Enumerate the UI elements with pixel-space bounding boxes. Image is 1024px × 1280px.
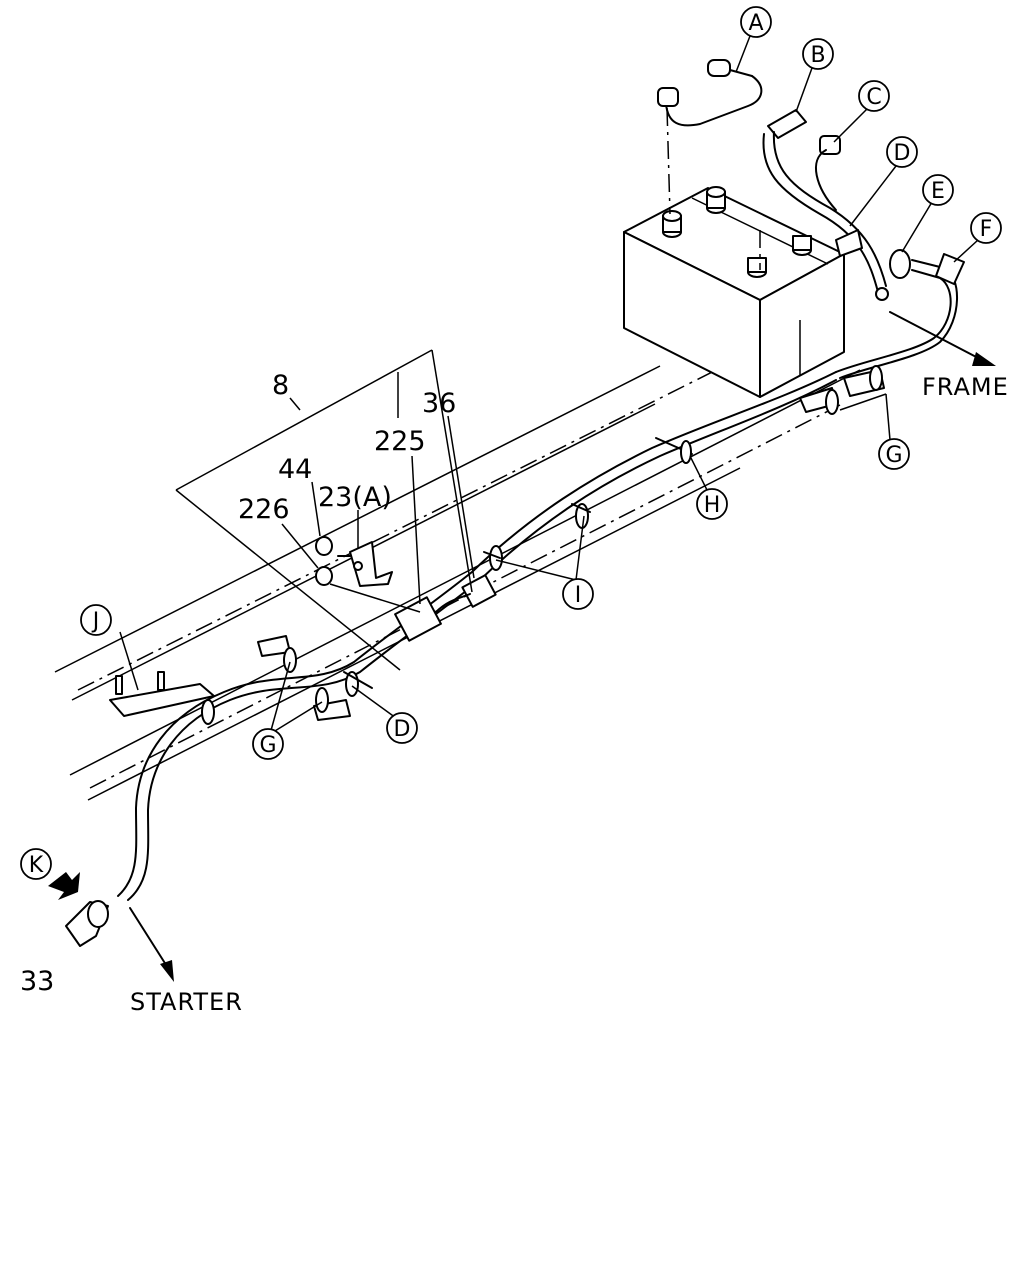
nut-44 <box>315 536 333 556</box>
small-parts <box>315 536 421 613</box>
callout-f: F <box>970 212 1002 244</box>
battery-terminal-1 <box>662 210 682 238</box>
cable-a <box>657 59 763 215</box>
svg-text:J: J <box>91 609 100 634</box>
svg-text:G: G <box>259 733 276 758</box>
callout-i: I <box>562 578 594 610</box>
part-226: 226 <box>238 494 290 525</box>
callout-h: H <box>696 488 728 520</box>
battery <box>623 186 845 398</box>
part-8: 8 <box>272 370 289 401</box>
svg-text:F: F <box>980 217 993 242</box>
frame-label: FRAME <box>922 373 1009 401</box>
callout-k: K <box>20 848 52 880</box>
k-arrow <box>48 872 80 900</box>
svg-text:C: C <box>866 85 881 110</box>
callout-d-top: D <box>886 136 918 168</box>
part-33: 33 <box>20 966 54 997</box>
svg-text:D: D <box>394 717 411 742</box>
battery-terminal-2 <box>706 186 726 214</box>
leader-lines <box>119 35 979 735</box>
starter-arrow <box>129 907 174 982</box>
cable-frame <box>835 229 965 379</box>
callout-c: C <box>858 80 890 112</box>
nut-226 <box>315 566 333 586</box>
main-cable <box>109 365 885 901</box>
callout-j: J <box>80 604 112 636</box>
callout-g-right: G <box>878 438 910 470</box>
callout-g-left: G <box>252 728 284 760</box>
svg-text:A: A <box>748 11 763 36</box>
svg-text:I: I <box>575 583 582 608</box>
boot-33 <box>65 900 109 947</box>
svg-text:G: G <box>885 443 902 468</box>
callout-e: E <box>922 174 954 206</box>
callout-d-bottom: D <box>386 712 418 744</box>
svg-text:B: B <box>810 43 825 68</box>
part-23a: 23(A) <box>318 482 392 513</box>
svg-text:K: K <box>29 853 44 878</box>
battery-terminal-3 <box>747 257 767 278</box>
battery-terminal-4 <box>792 235 812 256</box>
svg-text:H: H <box>704 493 721 518</box>
part-44: 44 <box>278 454 312 485</box>
svg-text:D: D <box>894 141 911 166</box>
part-36: 36 <box>422 388 456 419</box>
callout-a: A <box>740 6 772 38</box>
cable-b <box>759 109 887 293</box>
part-225: 225 <box>374 426 426 457</box>
callout-b: B <box>802 38 834 70</box>
bracket-23a <box>349 541 393 587</box>
frame-arrow <box>889 311 996 366</box>
frame-rails <box>54 317 861 801</box>
starter-label: STARTER <box>130 988 243 1016</box>
svg-text:E: E <box>931 179 945 204</box>
